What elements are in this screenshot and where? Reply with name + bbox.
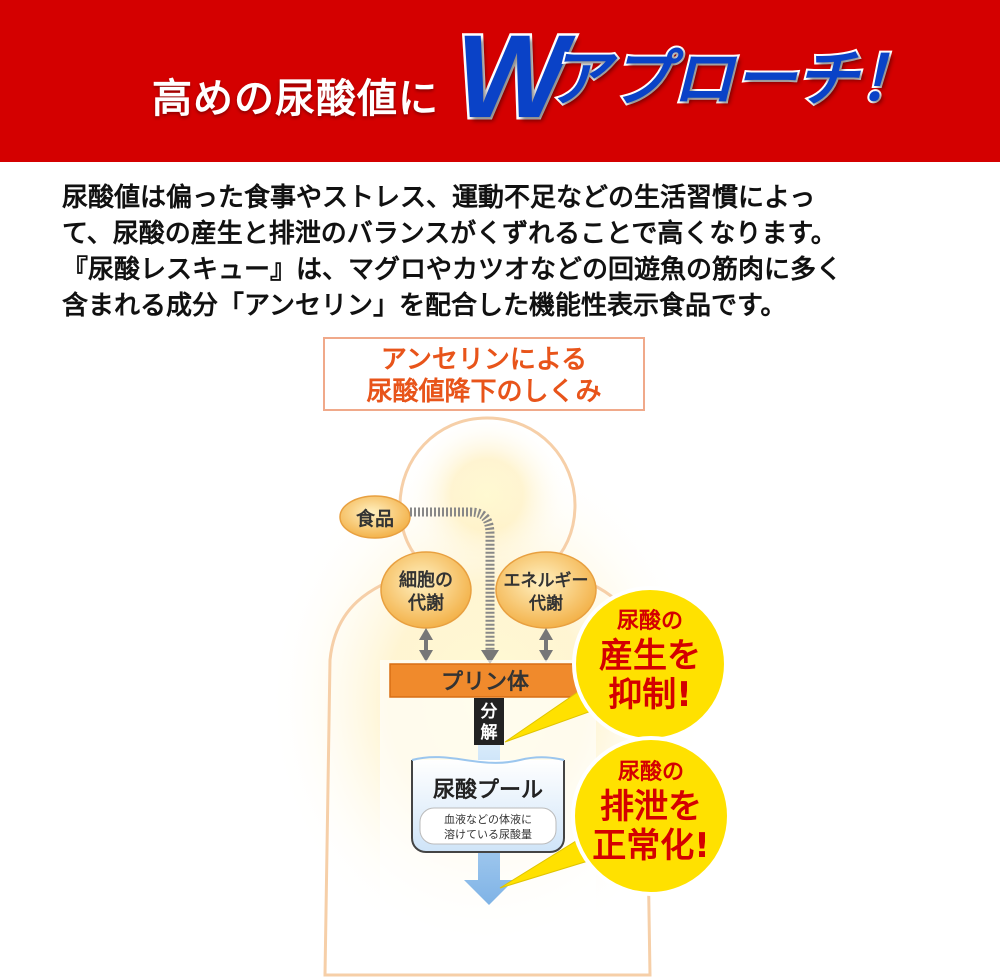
intro-line-3: 『尿酸レスキュー』は、マグロやカツオなどの回遊魚の筋肉に多く xyxy=(62,255,843,285)
header-banner xyxy=(0,0,1000,162)
purine-bar xyxy=(389,663,581,698)
diagram-title-line-1: アンセリンによる xyxy=(381,345,587,375)
intro-line-2: て、尿酸の産生と排泄のバランスがくずれることで高くなります。 xyxy=(62,219,837,249)
headline-text: 高めの尿酸値に xyxy=(152,76,439,122)
diagram-title-line-2: 尿酸値降下のしくみ xyxy=(366,377,601,407)
pool-note-line-2: 溶けている尿酸量 xyxy=(444,827,532,841)
pool-note-box xyxy=(419,807,557,845)
digestive-tube xyxy=(410,507,495,655)
purine-label: プリン体 xyxy=(441,670,530,695)
intro-paragraph: 尿酸値は偏った食事やストレス、運動不足などの生活習慣によっ て、尿酸の産生と排泄… xyxy=(62,180,952,324)
tube-arrow-head xyxy=(481,650,499,664)
double-arrow-left xyxy=(419,628,433,662)
food-bubble xyxy=(339,495,411,539)
cell-metabolism-line-2: 代謝 xyxy=(407,592,444,614)
double-arrow-right xyxy=(539,628,553,662)
callout-2-line-2: 排泄を xyxy=(600,787,702,827)
callout-1-line-2: 産生を xyxy=(599,636,701,676)
pool-surface xyxy=(411,756,565,764)
callout-2-line-1: 尿酸の xyxy=(618,760,684,785)
callout-1-line-3: 抑制! xyxy=(608,675,692,715)
callout-1-line-1: 尿酸の xyxy=(617,609,683,634)
energy-metabolism-line-1: エネルギー xyxy=(504,571,589,591)
diagram-title-box xyxy=(323,337,645,411)
pool-note-line-1: 血液などの体液に xyxy=(444,812,532,826)
pool-label: 尿酸プール xyxy=(433,778,543,803)
callout-2-line-3: 正常化! xyxy=(592,826,710,866)
intro-line-4: 含まれる成分「アンセリン」を配合した機能性表示食品です。 xyxy=(62,291,787,321)
decompose-label-2: 解 xyxy=(481,722,498,743)
callout-2-circle xyxy=(571,736,731,896)
cell-metabolism-line-1: 細胞の xyxy=(399,569,453,591)
energy-metabolism-line-2: 代謝 xyxy=(528,593,563,614)
approach-text: アプローチ！ xyxy=(546,42,922,115)
food-label: 食品 xyxy=(356,507,394,530)
w-letter: W xyxy=(453,11,569,143)
decompose-box xyxy=(474,698,504,745)
decompose-label-1: 分 xyxy=(481,702,498,722)
intro-line-1: 尿酸値は偏った食事やストレス、運動不足などの生活習慣によっ xyxy=(62,183,816,213)
